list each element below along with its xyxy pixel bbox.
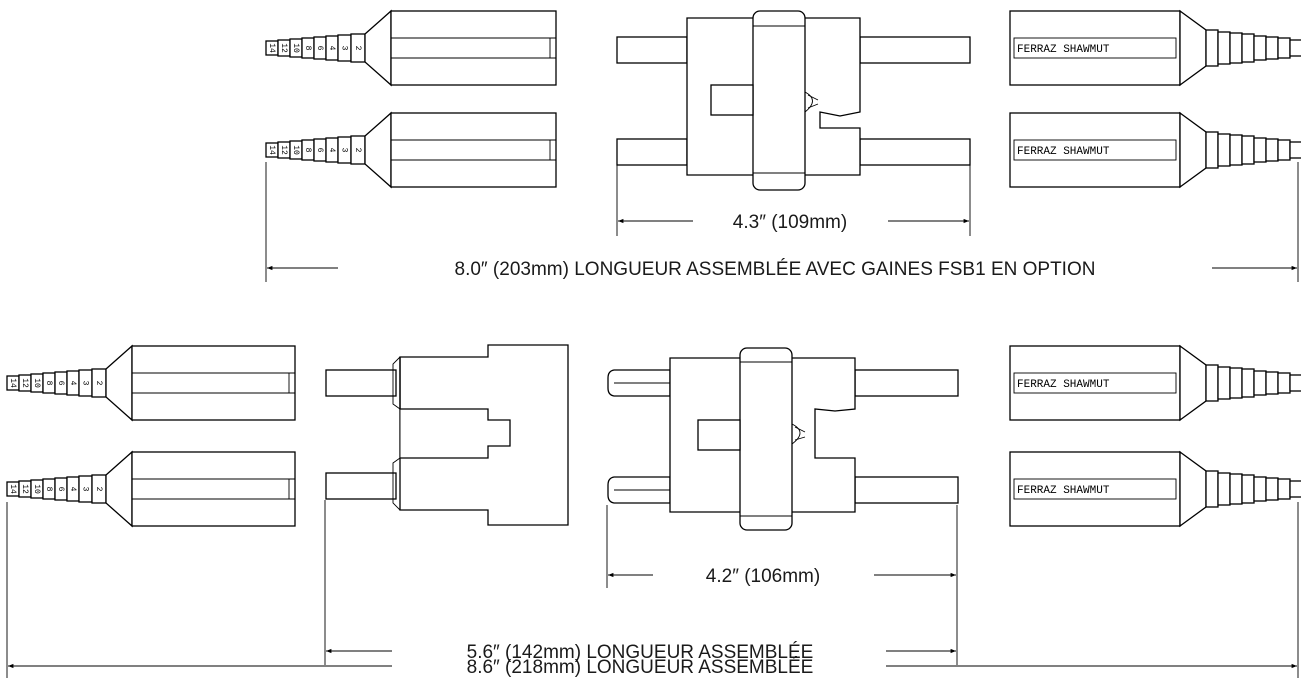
gauge-mark-label: 10: [291, 43, 300, 53]
gauge-mark-label: 4: [68, 381, 77, 386]
brand-label: FERRAZ SHAWMUT: [1017, 485, 1110, 497]
gauge-mark-label: 6: [56, 487, 65, 492]
top-inner-dimension: 4.3″ (109mm): [733, 212, 847, 233]
bottom-mid-dimension: 5.6″ (142mm) LONGUEUR ASSEMBLÉE: [467, 642, 814, 663]
gauge-mark-label: 8: [303, 46, 312, 51]
bottom-inner-dimension: 4.2″ (106mm): [706, 566, 820, 587]
coupler-bottom: [607, 347, 959, 531]
gauge-mark-label: 8: [303, 148, 312, 153]
coupler-top: [616, 10, 971, 191]
gauge-mark-label: 2: [353, 148, 362, 153]
gauge-mark-label: 14: [267, 145, 276, 155]
dimension-lines-bottom: [6, 500, 1299, 678]
gauge-mark-label: 4: [327, 148, 336, 153]
adapter-bottom: [325, 344, 569, 526]
right-boot-top-2: FERRAZ SHAWMUT: [1009, 111, 1301, 189]
gauge-mark-label: 10: [32, 484, 41, 494]
gauge-mark-label: 4: [68, 487, 77, 492]
gauge-mark-label: 14: [8, 484, 17, 494]
gauge-mark-label: 6: [56, 381, 65, 386]
right-boot-bottom-2: FERRAZ SHAWMUT: [1009, 450, 1301, 528]
gauge-mark-label: 6: [315, 46, 324, 51]
gauge-mark-label: 14: [267, 43, 276, 53]
gauge-mark-label: 8: [44, 487, 53, 492]
gauge-mark-label: 12: [279, 145, 288, 155]
gauge-mark-label: 3: [339, 148, 348, 153]
gauge-mark-label: 10: [291, 145, 300, 155]
gauge-mark-label: 14: [8, 378, 17, 388]
right-boot-bottom-1: FERRAZ SHAWMUT: [1009, 344, 1301, 422]
gauge-mark-label: 12: [279, 43, 288, 53]
gauge-mark-label: 12: [20, 484, 29, 494]
dimension-lines-top: [265, 162, 1299, 282]
gauge-mark-label: 12: [20, 378, 29, 388]
gauge-mark-label: 10: [32, 378, 41, 388]
brand-label: FERRAZ SHAWMUT: [1017, 44, 1110, 56]
gauge-mark-label: 2: [94, 487, 103, 492]
gauge-mark-label: 4: [327, 46, 336, 51]
right-boot-top-1: FERRAZ SHAWMUT: [1009, 9, 1301, 87]
brand-label: FERRAZ SHAWMUT: [1017, 146, 1110, 158]
gauge-mark-label: 2: [353, 46, 362, 51]
top-overall-dimension: 8.0″ (203mm) LONGUEUR ASSEMBLÉE AVEC GAI…: [455, 259, 1096, 280]
gauge-mark-label: 2: [94, 381, 103, 386]
bottom-overall-dimension: 8.6″ (218mm) LONGUEUR ASSEMBLÉE: [467, 657, 814, 678]
gauge-mark-label: 3: [80, 381, 89, 386]
gauge-mark-label: 3: [339, 46, 348, 51]
brand-label: FERRAZ SHAWMUT: [1017, 379, 1110, 391]
gauge-mark-label: 8: [44, 381, 53, 386]
gauge-mark-label: 3: [80, 487, 89, 492]
gauge-mark-label: 6: [315, 148, 324, 153]
